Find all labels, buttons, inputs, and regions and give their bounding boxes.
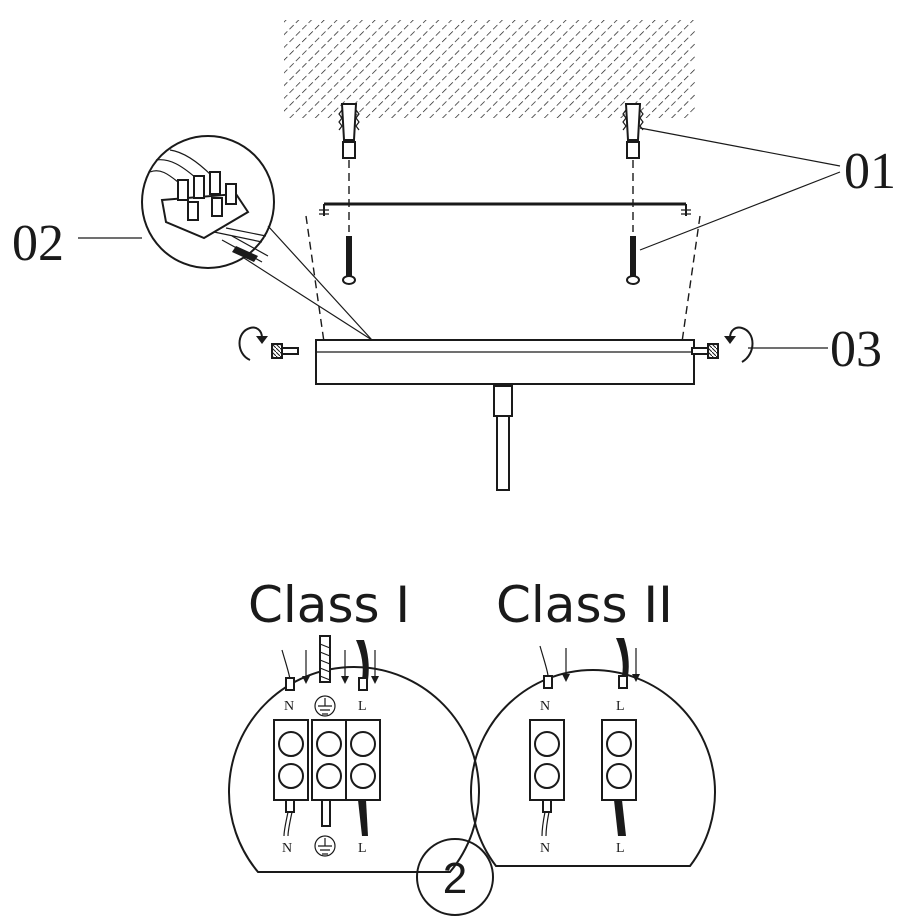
screw-guides bbox=[348, 160, 634, 232]
mounting-bracket bbox=[319, 202, 691, 216]
class2-bottom-n-label: N bbox=[540, 841, 550, 856]
left-rotate-arrow-icon bbox=[238, 326, 268, 361]
canopy bbox=[315, 339, 695, 385]
callout-01-label: 01 bbox=[844, 143, 896, 200]
canopy-guide bbox=[305, 215, 701, 343]
class2-wiring-circle bbox=[470, 638, 716, 867]
callout-03-label: 03 bbox=[830, 321, 882, 378]
class1-bottom-l-label: L bbox=[358, 841, 367, 856]
left-wall-plug-icon bbox=[338, 103, 360, 159]
class1-title: Class I bbox=[248, 576, 410, 634]
left-knurled-nut-icon bbox=[271, 343, 299, 359]
right-knurled-nut-icon bbox=[691, 343, 719, 359]
class1-bottom-n-label: N bbox=[282, 841, 292, 856]
class1-wiring-circle bbox=[228, 635, 480, 873]
terminal-zoom-bubble bbox=[141, 135, 373, 341]
class1-top-l-label: L bbox=[358, 699, 367, 714]
class2-bottom-l-label: L bbox=[616, 841, 625, 856]
right-wall-plug-icon bbox=[622, 103, 644, 159]
ceiling bbox=[284, 20, 696, 118]
callout-leaders bbox=[78, 127, 841, 349]
class2-top-l-label: L bbox=[616, 699, 625, 714]
left-screw-icon bbox=[342, 236, 356, 285]
step-badge bbox=[416, 838, 494, 916]
suspension-rod bbox=[493, 385, 513, 491]
step-number: 2 bbox=[443, 854, 467, 903]
class2-title: Class II bbox=[496, 576, 673, 634]
callout-02-label: 02 bbox=[12, 215, 64, 272]
class1-top-n-label: N bbox=[284, 699, 294, 714]
right-rotate-arrow-icon bbox=[724, 326, 754, 363]
right-screw-icon bbox=[626, 236, 640, 285]
class2-top-n-label: N bbox=[540, 699, 550, 714]
